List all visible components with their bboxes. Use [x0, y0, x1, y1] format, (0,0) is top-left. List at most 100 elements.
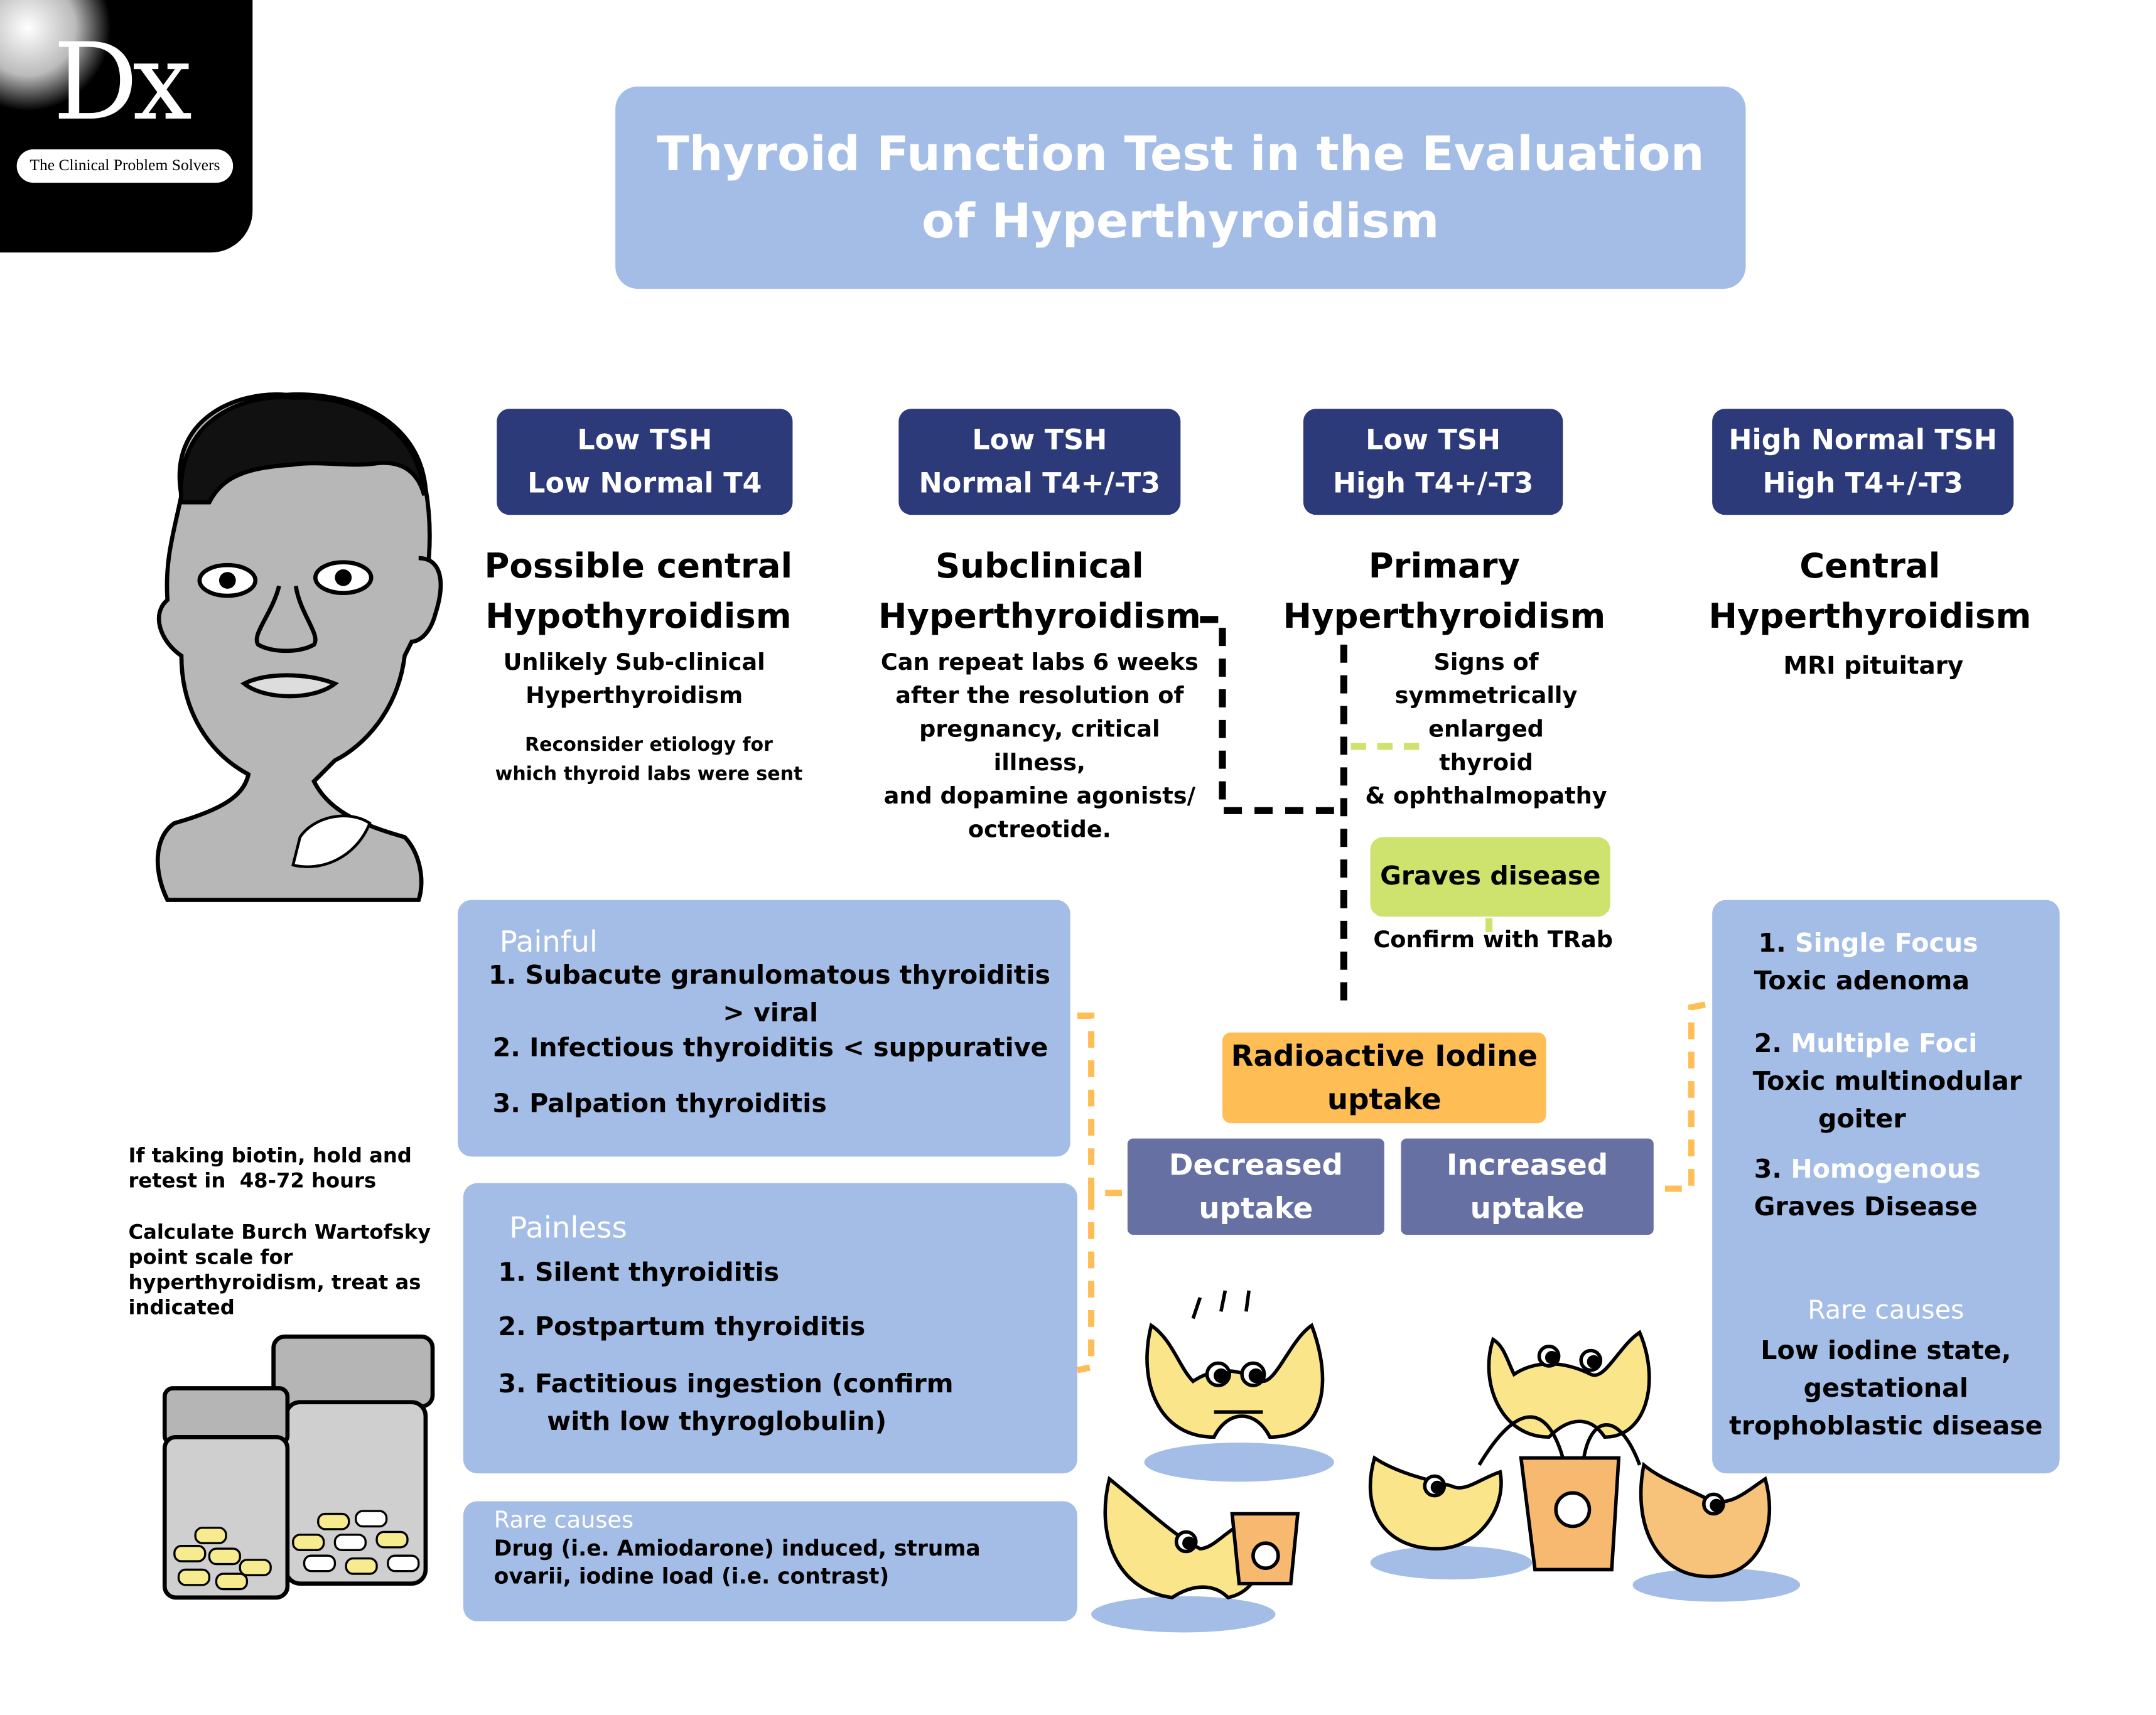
note-mri-pituitary: MRI pituitary [1730, 650, 2017, 684]
decreased-line-2: uptake [1199, 1190, 1313, 1225]
rare-line: ovarii, iodine load (i.e. contrast) [493, 1564, 890, 1589]
painless-heading: Painless [509, 1211, 627, 1245]
rare-line: Drug (i.e. Amiodarone) induced, struma [493, 1536, 981, 1562]
pill-bottles-illustration [162, 1334, 435, 1600]
right-item-2: 2. Multiple Foci [1754, 1026, 1978, 1063]
thyroid-characters-illustration [1091, 1290, 1801, 1633]
title-line-2: of Hyperthyroidism [922, 193, 1440, 249]
decreased-line-1: Decreased [1168, 1148, 1343, 1181]
graves-disease-box: Graves disease [1370, 837, 1610, 917]
note-reconsider-etiology: Reconsider etiology for which thyroid la… [482, 731, 816, 790]
lab-line-2: Low Normal T4 [527, 466, 762, 500]
painful-panel: Painful 1. Subacute granulomatous thyroi… [458, 900, 1070, 1157]
tsh-box-high-normal-tsh: High Normal TSH High T4+/-T3 [1712, 409, 2014, 515]
heading-line-2: Hypothyroidism [485, 596, 792, 637]
note-line: symmetrically [1394, 682, 1578, 709]
painful-item-3: 3. Palpation thyroiditis [492, 1089, 827, 1119]
decreased-uptake-box: Decreased uptake [1127, 1138, 1384, 1235]
note-line: thyroid [1439, 749, 1533, 776]
note-line: indicated [128, 1298, 235, 1320]
note-line: Reconsider etiology for [525, 734, 773, 756]
note-line: MRI pituitary [1783, 653, 1964, 681]
decreased-bracket [1076, 1013, 1122, 1374]
dx-primary-hyperthyroidism: Primary Hyperthyroidism [1277, 541, 1612, 642]
heading-line-1: Primary [1368, 546, 1521, 586]
rare-causes-left-panel: Rare causes Drug (i.e. Amiodarone) induc… [463, 1501, 1077, 1621]
tsh-box-normal-t4: Low TSH Normal T4+/-T3 [898, 409, 1181, 515]
logo-tagline: The Clinical Problem Solvers [16, 149, 234, 183]
painless-item-2: 2. Postpartum thyroiditis [498, 1313, 866, 1343]
note-line: enlarged [1428, 716, 1544, 743]
rare-causes-left-text: Drug (i.e. Amiodarone) induced, struma o… [494, 1535, 981, 1591]
confirm-trab-label: Confirm with TRab [1373, 926, 1613, 954]
right-item-1: 1. Single Focus [1758, 925, 1978, 963]
painless-panel: Painless 1. Silent thyroiditis 2. Postpa… [463, 1183, 1077, 1474]
heading-line-1: Central [1799, 546, 1941, 586]
lab-line-1: High Normal TSH [1728, 422, 1997, 456]
rai-uptake-box: Radioactive Iodine uptake [1222, 1032, 1546, 1124]
rare-line: gestational [1803, 1374, 1969, 1404]
lab-line-1: Low TSH [972, 422, 1108, 456]
note-line: Can repeat labs 6 weeks [880, 648, 1199, 675]
note-line: after the resolution of [895, 682, 1184, 709]
tsh-box-high-t4: Low TSH High T4+/-T3 [1303, 409, 1563, 515]
lab-line-1: Low TSH [1366, 422, 1501, 456]
item-number: 1. [1758, 929, 1786, 959]
lab-line-2: Normal T4+/-T3 [919, 466, 1161, 500]
heading-line-2: Hyperthyroidism [1708, 596, 2032, 637]
painless-item-3: 3. Factitious ingestion (confirm [498, 1370, 954, 1400]
note-line: Hyperthyroidism [526, 682, 743, 709]
painful-item-1: 1. Subacute granulomatous thyroiditis [488, 961, 1051, 991]
painful-item-1-cont: > viral [723, 999, 819, 1029]
note-line: which thyroid labs were sent [495, 763, 803, 786]
lab-line-2: High T4+/-T3 [1332, 466, 1534, 500]
increased-line-1: Increased [1446, 1148, 1609, 1181]
item-highlight: Multiple Foci [1791, 1030, 1978, 1059]
right-item-2-text-1: Toxic multinodular [1752, 1067, 2022, 1097]
right-rare-causes-heading: Rare causes [1808, 1296, 1965, 1326]
increased-uptake-box: Increased uptake [1401, 1138, 1654, 1235]
heading-line-1: Subclinical [935, 546, 1144, 586]
painless-item-3-cont: with low thyroglobulin) [547, 1407, 887, 1438]
note-line: and dopamine agonists/ [883, 782, 1196, 810]
right-rare-causes-text: Low iodine state, gestational trophoblas… [1712, 1333, 2059, 1446]
item-number: 3. [1754, 1155, 1782, 1185]
increased-bracket [1657, 1001, 1706, 1192]
title-line-1: Thyroid Function Test in the Evaluation [657, 126, 1705, 183]
right-item-2-text-2: goiter [1818, 1105, 1906, 1134]
logo-mark: Dx [53, 19, 192, 144]
note-line: hyperthyroidism, treat as [128, 1272, 421, 1295]
tsh-box-low-normal-t4: Low TSH Low Normal T4 [497, 409, 793, 515]
right-item-3-text: Graves Disease [1754, 1193, 1978, 1222]
heading-line-2: Hyperthyroidism [878, 596, 1201, 637]
burch-wartofsky-note: Calculate Burch Wartofsky point scale fo… [128, 1221, 431, 1321]
heading-line-1: Possible central [484, 546, 793, 586]
increased-uptake-causes-panel: 1. Single Focus Toxic adenoma 2. Multipl… [1712, 900, 2060, 1474]
item-number: 2. [1754, 1030, 1782, 1059]
rare-causes-left-heading: Rare causes [493, 1507, 634, 1534]
lab-line-2: High T4+/-T3 [1762, 466, 1963, 500]
note-line: If taking biotin, hold and [128, 1145, 412, 1168]
rai-line-2: uptake [1327, 1082, 1442, 1116]
rare-line: Low iodine state, [1760, 1336, 2012, 1366]
note-graves-signs: Signs of symmetrically enlarged thyroid … [1361, 646, 1612, 814]
heading-line-2: Hyperthyroidism [1283, 596, 1606, 637]
page-title: Thyroid Function Test in the Evaluation … [615, 86, 1746, 289]
painful-item-2: 2. Infectious thyroiditis < suppurative [492, 1033, 1048, 1063]
note-repeat-labs: Can repeat labs 6 weeks after the resolu… [872, 646, 1207, 847]
rare-line: trophoblastic disease [1729, 1412, 2043, 1441]
increased-line-2: uptake [1470, 1190, 1585, 1225]
note-line: Calculate Burch Wartofsky [128, 1222, 431, 1245]
dx-logo: Dx The Clinical Problem Solvers [0, 0, 253, 253]
item-highlight: Single Focus [1795, 929, 1978, 959]
lab-line-1: Low TSH [577, 422, 713, 456]
dx-central-hypothyroidism: Possible central Hypothyroidism [460, 541, 816, 642]
painless-item-1: 1. Silent thyroiditis [498, 1258, 780, 1288]
subclinical-connector [1200, 616, 1340, 814]
note-line: Signs of [1433, 648, 1539, 675]
note-line: & ophthalmopathy [1365, 782, 1607, 810]
note-line: pregnancy, critical illness, [919, 716, 1160, 776]
rai-line-1: Radioactive Iodine [1231, 1038, 1538, 1073]
